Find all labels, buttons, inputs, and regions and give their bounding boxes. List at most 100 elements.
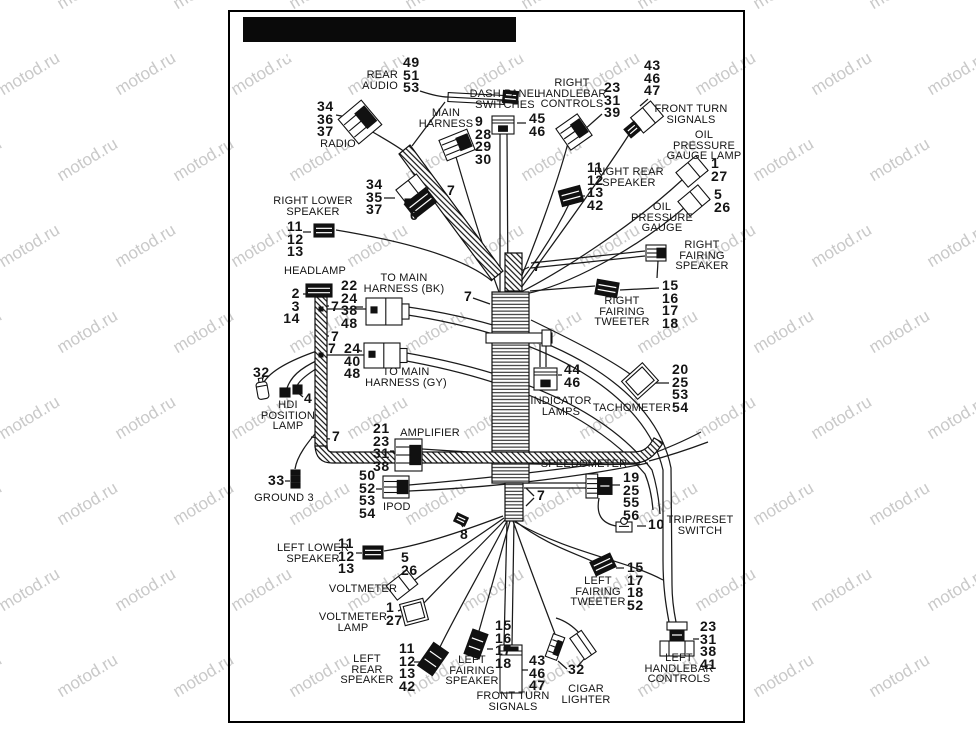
- left-fairing-speaker-part-number: 17: [495, 642, 512, 659]
- component-32-part-number: 32: [253, 364, 270, 380]
- left-handlebar-controls-part-number: 38: [700, 643, 717, 660]
- amplifier-connector: [394, 438, 423, 472]
- tachometer-part-number: 53: [672, 386, 689, 403]
- left-rear-speaker-part-number: 42: [399, 677, 416, 694]
- component-32-body: [255, 377, 270, 400]
- cable-strap: [485, 329, 553, 347]
- trip-reset-switch-label: TRIP/RESET SWITCH: [666, 514, 734, 537]
- clamp-8-body: [452, 512, 470, 527]
- rear-audio-label: REAR AUDIO: [362, 69, 398, 92]
- main-harness-part-number: 9: [475, 113, 484, 129]
- left-lower-speaker-connector: [362, 545, 384, 560]
- to-main-harness-gy-part-number: 24: [344, 340, 361, 356]
- rear-audio-connector: [501, 89, 520, 105]
- rear-audio-part-number: 49: [403, 54, 420, 70]
- speedometer-part-number: 25: [623, 481, 640, 498]
- headlamp-part-number: 3: [291, 297, 300, 314]
- tachometer-label: TACHOMETER: [592, 402, 672, 414]
- amplifier-label: AMPLIFIER: [400, 427, 460, 439]
- radio-connector: [337, 99, 383, 145]
- indicator-lamps-label: INDICATOR LAMPS: [530, 395, 592, 418]
- right-handlebar-controls-part-number: 31: [604, 91, 621, 108]
- ipod-part-number: 53: [359, 492, 376, 509]
- speedometer-connector: [585, 473, 613, 499]
- ipod-connector: [382, 475, 410, 499]
- right-rear-speaker-label: RIGHT REAR SPEAKER: [594, 166, 664, 189]
- ipod-part-number: 50: [359, 467, 376, 483]
- title-bar: WIRING HARNESS, INTERCONNECT: [243, 17, 558, 62]
- hdi-comp-a: [279, 387, 291, 398]
- left-fairing-speaker-part-number: 16: [495, 629, 512, 646]
- radio-label: RADIO: [320, 138, 356, 150]
- right-fairing-tweeter-part-number: 17: [662, 302, 679, 319]
- to-main-harness-gy-label: TO MAIN HARNESS (GY): [365, 366, 447, 389]
- voltmeter-lamp-label: VOLTMETER LAMP: [318, 611, 388, 634]
- left-rear-speaker-label: LEFT REAR SPEAKER: [340, 653, 394, 687]
- to-main-harness-bk-part-number: 24: [341, 289, 358, 306]
- front-turn-signals-bottom-part-number: 47: [529, 677, 546, 694]
- front-turn-signals-top-part-number: 43: [644, 57, 661, 73]
- to-main-harness-gy-part-number: 40: [344, 352, 361, 369]
- tachometer-part-number: 20: [672, 361, 689, 377]
- front-turn-signals-top-part-number: 46: [644, 69, 661, 86]
- oil-pressure-gauge-lamp-part-number: 1: [711, 155, 720, 171]
- cigar-lighter-label: CIGAR LIGHTER: [561, 683, 611, 706]
- right-handlebar-connector: [555, 113, 593, 151]
- ground-3-part-numbers: 33: [268, 472, 285, 488]
- to-main-harness-bk-part-number: 38: [341, 302, 358, 319]
- callout-clamp-8: 8: [460, 526, 468, 542]
- ipod-part-number: 54: [359, 504, 376, 521]
- hdi-position-lamp-part-numbers: 4: [304, 390, 313, 406]
- main-harness-part-number: 29: [475, 138, 492, 155]
- headlamp-label: HEADLAMP: [283, 265, 347, 277]
- indicator-lamps-connector: [533, 367, 558, 391]
- callout-conduit-7-a: 7: [447, 182, 455, 198]
- to-main-harness-bk-part-number: 48: [341, 314, 358, 331]
- front-turn-signals-top-label: FRONT TURN SIGNALS: [654, 103, 728, 126]
- front-turn-signals-top-part-number: 47: [644, 82, 661, 99]
- speedometer-label: SPEEDOMETER: [540, 458, 628, 470]
- right-handlebar-controls-part-number: 23: [604, 79, 621, 95]
- front-turn-signals-bottom-part-number: 46: [529, 664, 546, 681]
- component-32-part-numbers: 32: [253, 364, 270, 380]
- right-lower-speaker-part-number: 12: [287, 230, 304, 247]
- radio-part-number: 37: [317, 123, 334, 140]
- cigar-lighter-plug: [569, 629, 597, 661]
- connectors: [255, 89, 711, 694]
- voltmeter-label: VOLTMETER: [328, 583, 398, 595]
- trip-reset-switch-body: [615, 517, 633, 533]
- hdi-position-lamp-part-number: 4: [304, 390, 313, 406]
- left-lower-speaker-label: LEFT LOWER SPEAKER: [276, 542, 350, 565]
- ground-3-part-number: 33: [268, 472, 285, 488]
- right-lower-speaker-connector: [313, 223, 335, 238]
- voltmeter-lamp-part-number: 27: [386, 611, 403, 628]
- oil-pressure-gauge-part-number: 5: [714, 186, 723, 202]
- speedometer-part-number: 55: [623, 494, 640, 511]
- indicator-lamps-part-number: 44: [564, 361, 581, 377]
- right-fairing-tweeter-connector: [594, 278, 620, 299]
- right-lower-speaker-label: RIGHT LOWER SPEAKER: [273, 195, 353, 218]
- callout-conduit-7-b: 7: [533, 258, 541, 274]
- main-harness-part-number: 30: [475, 150, 492, 167]
- amplifier-part-number: 31: [373, 445, 390, 462]
- left-handlebar-controls-label: LEFT HANDLEBAR CONTROLS: [644, 652, 714, 686]
- ground-3-comp: [290, 469, 301, 489]
- tachometer-part-number: 25: [672, 373, 689, 390]
- left-fairing-tweeter-connector: [589, 552, 617, 577]
- harness-interconnect-part-number: 37: [366, 201, 383, 218]
- dash-panel-switches-part-number: 46: [529, 122, 546, 139]
- left-rear-speaker-part-number: 11: [399, 640, 415, 656]
